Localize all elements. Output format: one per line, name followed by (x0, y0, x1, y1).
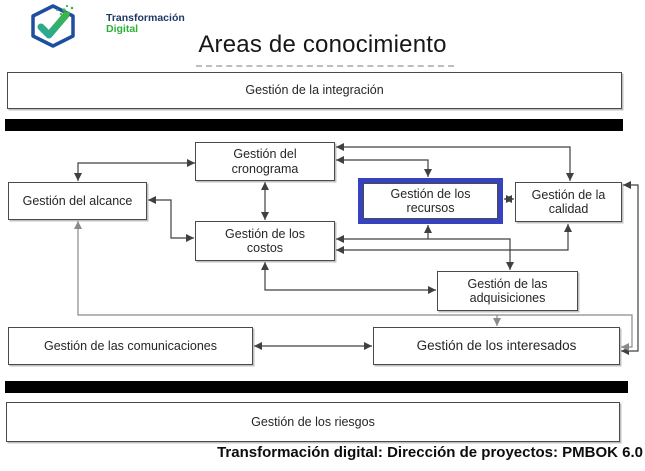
divider-bar-top (5, 119, 623, 131)
connector-costos-calidad (336, 224, 572, 254)
node-gestion-comunicaciones: Gestión de las comunicaciones (8, 327, 253, 365)
node-gestion-integracion: Gestión de la integración (7, 72, 622, 109)
title-dashed-underline (196, 65, 454, 67)
connector-cronograma-calidad (336, 143, 574, 181)
connector-cronograma-recursos (336, 156, 432, 177)
node-gestion-adquisiciones: Gestión de las adquisiciones (437, 271, 578, 311)
logo-line1: Transformación (106, 12, 185, 24)
divider-bar-bottom (5, 381, 628, 393)
connector-calidad-interesados (621, 181, 639, 355)
connector-costos-adquisiciones-left (261, 262, 436, 294)
hexagon-check-icon (31, 4, 75, 48)
footer-caption: Transformación digital: Dirección de pro… (217, 444, 643, 461)
node-gestion-interesados: Gestión de los interesados (373, 327, 620, 365)
connector-costos-adquisiciones-top (336, 235, 514, 270)
node-gestion-calidad: Gestión de la calidad (515, 182, 622, 222)
highlight-frame-recursos: Gestión de los recursos (358, 178, 503, 224)
node-gestion-alcance: Gestión del alcance (8, 182, 147, 220)
connector-cronograma-alcance (74, 159, 195, 181)
node-gestion-cronograma: Gestión del cronograma (195, 142, 335, 181)
logo-wordmark: Transformación Digital (106, 13, 185, 35)
transformacion-digital-logo: Transformación Digital (28, 4, 185, 48)
logo-line2: Digital (106, 23, 139, 35)
node-gestion-costos: Gestión de los costos (195, 221, 335, 261)
connector-alcance-costos (148, 196, 194, 242)
page-title: Areas de conocimiento (198, 31, 447, 58)
node-gestion-riesgos: Gestión de los riesgos (6, 402, 620, 442)
node-gestion-recursos: Gestión de los recursos (363, 183, 498, 219)
